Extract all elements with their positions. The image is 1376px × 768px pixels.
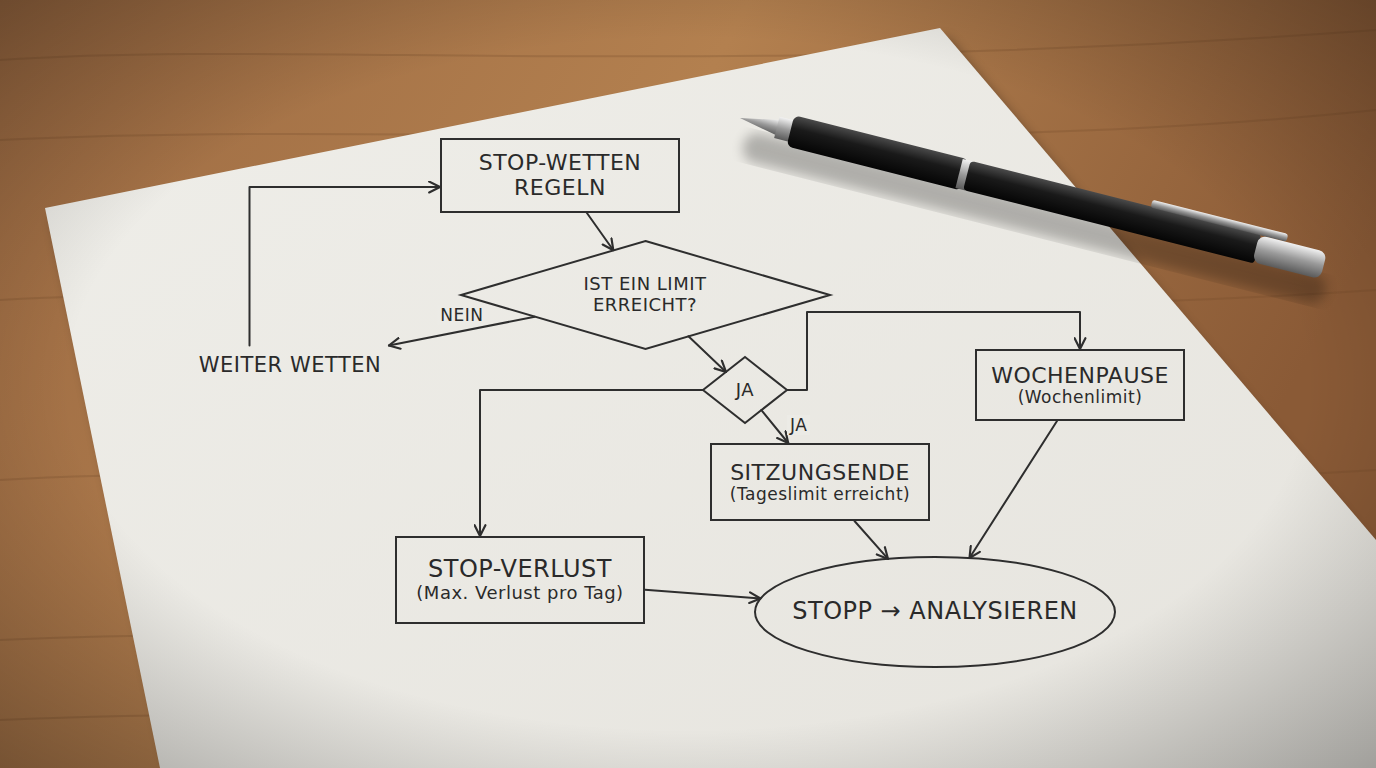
- pen-barrel: [963, 161, 1261, 264]
- node-text-group: JA: [736, 380, 754, 401]
- pen-tip: [738, 110, 781, 135]
- node-text-group: WEITER WETTEN: [199, 353, 381, 377]
- node-subtitle: (Tageslimit erreicht): [730, 485, 910, 505]
- pen-cap-end: [1252, 235, 1327, 279]
- node-title: SITZUNGSENDE: [730, 460, 910, 485]
- connector-arrow: [250, 187, 441, 346]
- diamond-shape: [703, 357, 787, 423]
- node-text-group: STOP-WETTEN REGELN: [465, 150, 655, 201]
- node-title: IST EIN LIMIT ERREICHT?: [558, 274, 733, 315]
- branch-diamond: JA: [703, 357, 787, 423]
- ellipse-shape: [755, 557, 1115, 667]
- edge-label: NEIN: [437, 305, 486, 325]
- node-title: STOP-WETTEN REGELN: [465, 150, 655, 201]
- node-title: JA: [736, 380, 754, 401]
- connector-arrow: [645, 590, 760, 599]
- node-text-group: SITZUNGSENDE(Tageslimit erreicht): [730, 460, 910, 505]
- terminal-ellipse: STOPP → ANALYSIEREN: [755, 557, 1115, 667]
- connector-arrow: [761, 410, 788, 443]
- connector-arrow: [480, 390, 703, 536]
- node-text-group: IST EIN LIMIT ERREICHT?: [558, 274, 733, 315]
- pen-grip: [786, 115, 968, 190]
- node-title: STOPP → ANALYSIEREN: [792, 598, 1078, 626]
- connector-arrow: [969, 421, 1057, 558]
- continue-text: WEITER WETTEN: [195, 351, 386, 380]
- decision-diamond: IST EIN LIMIT ERREICHT?: [461, 241, 830, 349]
- diamond-shape: [461, 241, 830, 349]
- node-title: WEITER WETTEN: [199, 353, 381, 377]
- connector-arrow: [855, 521, 889, 559]
- start-box: STOP-WETTEN REGELN: [440, 138, 680, 213]
- node-text-group: STOP-VERLUST(Max. Verlust pro Tag): [416, 556, 623, 604]
- node-text-group: STOPP → ANALYSIEREN: [792, 598, 1078, 626]
- process-box: STOP-VERLUST(Max. Verlust pro Tag): [395, 536, 645, 624]
- node-text-group: WOCHENPAUSE(Wochenlimit): [991, 363, 1169, 408]
- connector-arrow: [688, 336, 726, 372]
- node-subtitle: (Wochenlimit): [991, 388, 1169, 408]
- process-box: SITZUNGSENDE(Tageslimit erreicht): [710, 443, 930, 521]
- node-title: WOCHENPAUSE: [991, 363, 1169, 388]
- pen-clip: [1151, 200, 1289, 242]
- edge-label: JA: [787, 415, 810, 435]
- process-box: WOCHENPAUSE(Wochenlimit): [975, 349, 1185, 421]
- connector-arrow: [587, 213, 614, 251]
- node-subtitle: (Max. Verlust pro Tag): [416, 583, 623, 604]
- pen: [730, 97, 1337, 307]
- node-title: STOP-VERLUST: [416, 556, 623, 584]
